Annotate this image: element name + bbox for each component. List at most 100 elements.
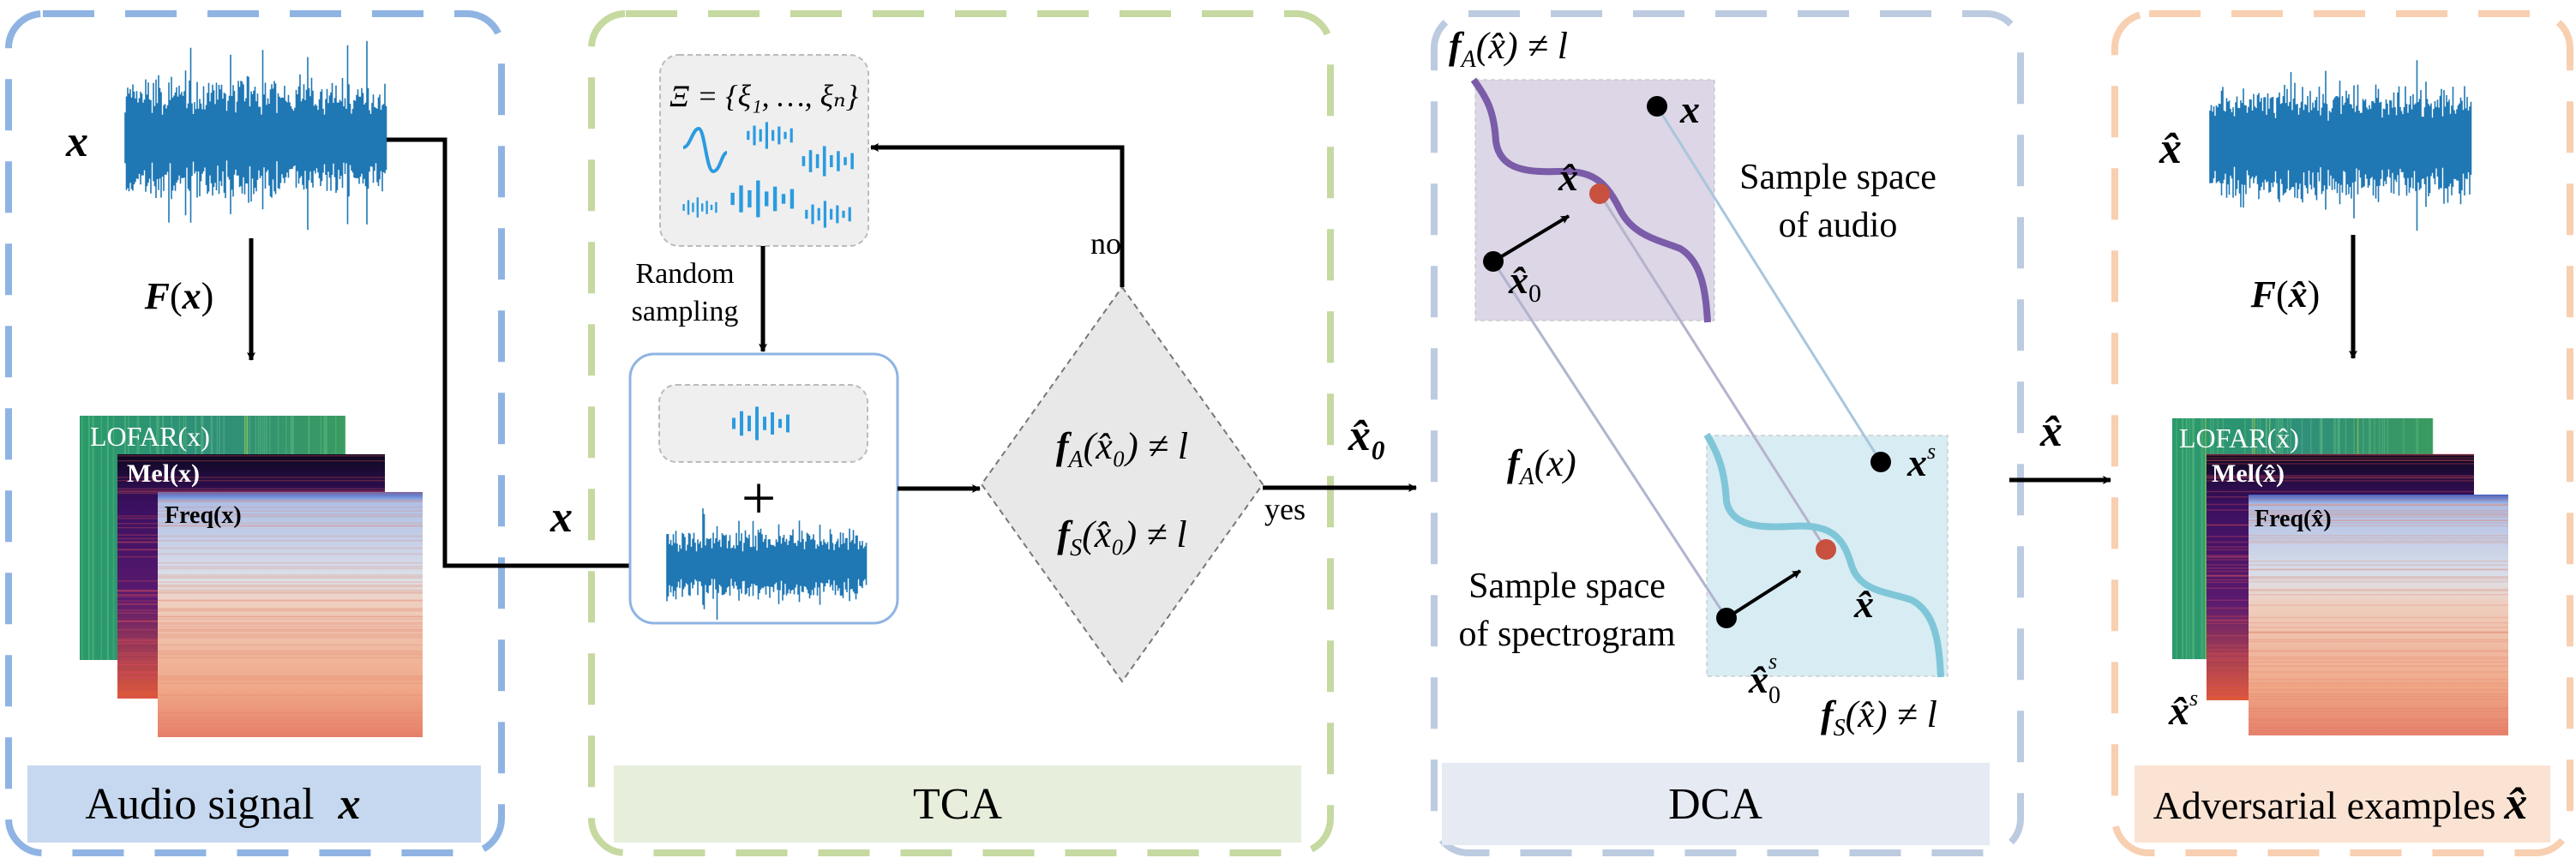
icon-bar <box>802 156 806 166</box>
point-x-hat0 <box>1483 251 1504 272</box>
freq-texture <box>2249 495 2508 732</box>
label-x: x <box>1679 87 1700 131</box>
icon-bar <box>692 202 694 213</box>
transform-label: F(x) <box>144 275 214 317</box>
icon-bar <box>772 186 778 212</box>
icon-bar <box>850 153 854 170</box>
icon-bar <box>748 189 752 208</box>
dca-panel-label-box <box>1442 763 1990 845</box>
icon-bar <box>706 201 708 214</box>
waveform-icon <box>730 180 795 218</box>
icon-bar <box>848 207 851 222</box>
waveform-icon <box>682 197 718 218</box>
icon-bar <box>765 122 768 149</box>
label-x-hat-s: x̂ <box>1853 582 1874 626</box>
dca-panel-border <box>1431 10 2024 856</box>
icon-bar <box>805 209 808 219</box>
icon-bar <box>830 208 833 220</box>
point-xs <box>1870 452 1891 472</box>
icon-bar <box>778 126 781 145</box>
audio-perturbation-arrow <box>1492 214 1570 263</box>
dca-panel: DCA fA(x̂) ≠ l fA(x) fS(x̂) ≠ l Sample s… <box>1431 10 2024 856</box>
icon-bar <box>687 200 690 215</box>
sampled-perturbation-icon <box>732 406 790 441</box>
icon-bar <box>786 414 790 433</box>
plus-sign: + <box>742 464 777 532</box>
adv-panel-label-box <box>2135 765 2550 843</box>
audio-waveform <box>124 40 387 231</box>
icon-bar <box>808 150 813 172</box>
icon-bar <box>732 417 736 429</box>
adv-spectrogram-var: x̂s <box>2168 686 2198 734</box>
icon-bar <box>765 191 769 207</box>
projection-line <box>1492 261 1728 619</box>
waveform-trace <box>2209 60 2472 231</box>
condition-diamond <box>980 285 1264 683</box>
sine-pulse-icon <box>682 126 728 174</box>
icon-bar <box>811 204 814 225</box>
label-x-hat: x̂ <box>1558 155 1578 199</box>
icon-bar <box>710 204 713 211</box>
audio-decision-boundary <box>1470 77 1711 323</box>
waveform-icon <box>802 146 854 177</box>
icon-bar <box>790 128 793 143</box>
adv-spectrogram-stack: LOFAR(x̂) Mel(x̂) Freq(x̂) <box>2172 418 2508 735</box>
freq-texture <box>158 491 423 736</box>
icon-bar <box>747 130 750 141</box>
no-label: no <box>1090 226 1121 261</box>
tca-panel-label-box <box>614 765 1301 843</box>
icon-bar <box>759 129 762 142</box>
icon-bar <box>784 131 787 140</box>
adversarial-var: x̂ <box>2039 407 2063 456</box>
icon-bar <box>755 406 759 441</box>
bottom-condition: fS(x̂) ≠ l <box>1821 693 1937 741</box>
projection-line <box>1598 193 1828 550</box>
icon-bar <box>753 125 756 146</box>
lofar-label: LOFAR(x) <box>90 421 210 452</box>
tca-panel-border <box>588 10 1334 856</box>
icon-bar <box>771 412 774 435</box>
signal-to-tca-connector <box>387 137 666 570</box>
icon-bar <box>730 192 735 206</box>
adv-mel-label: Mel(x̂) <box>2212 459 2285 488</box>
icon-bar <box>844 157 847 165</box>
adv-panel-border <box>2111 10 2573 856</box>
audio-panel-label-box <box>27 765 481 843</box>
icon-bar <box>830 154 833 168</box>
icon-bar <box>701 203 704 212</box>
initial-adversarial-var: x̂₀ <box>1348 411 1386 460</box>
point-x <box>1647 96 1667 117</box>
point-x-hat-s <box>1816 539 1836 560</box>
perturbation-set-box <box>659 54 869 247</box>
icon-bar <box>781 194 786 204</box>
mid-condition: fA(x) <box>1507 442 1576 490</box>
adv-freq-spectrogram <box>2249 495 2508 735</box>
tca-panel-label: TCA <box>913 780 1002 829</box>
projection-line <box>1655 105 1882 463</box>
waveform-trace <box>124 40 387 231</box>
feed-var-label: x <box>549 493 573 542</box>
condition-spectrogram: fS(x̂₀) ≠ l <box>1057 513 1186 561</box>
freq-label: Freq(x) <box>165 502 242 529</box>
icon-bar <box>772 129 775 141</box>
no-loop-arrow <box>870 143 1125 287</box>
icon-bar <box>756 180 760 218</box>
yes-label: yes <box>1264 492 1306 526</box>
dca-panel-label: DCA <box>1668 780 1762 829</box>
icon-bar <box>715 201 718 213</box>
point-x-hat <box>1589 183 1610 204</box>
perturbation-set-formula: Ξ = {ξ₁, …, ξₙ} <box>670 79 859 113</box>
icon-bar <box>822 146 826 177</box>
icon-bar <box>815 153 820 169</box>
icon-bar <box>778 418 782 429</box>
input-waveform <box>666 508 868 620</box>
